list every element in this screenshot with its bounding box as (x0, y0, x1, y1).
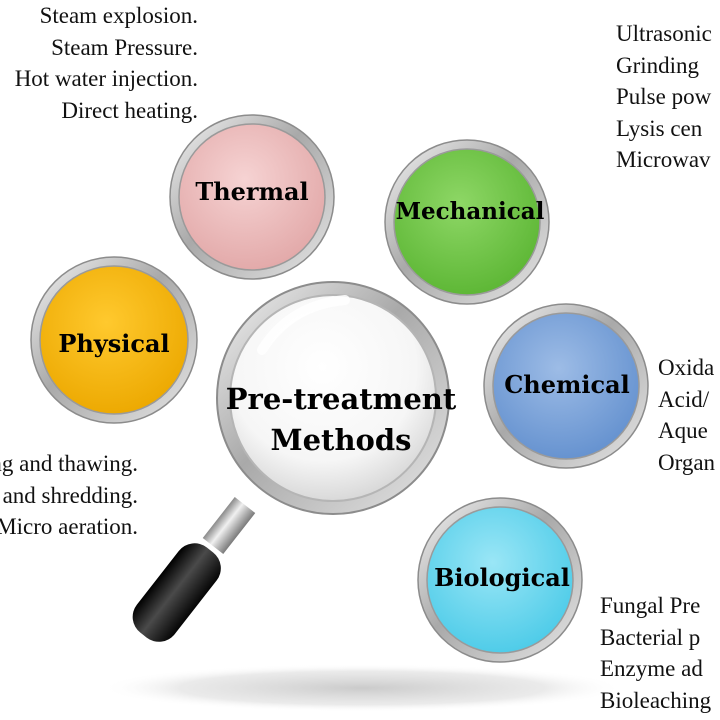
node-mechanical (384, 139, 550, 305)
node-label-biological: Biological (434, 563, 570, 592)
node-physical (30, 256, 198, 424)
list-item: Aque (658, 418, 708, 443)
list-item: Organ (658, 449, 716, 475)
list-item: Micro aeration. (0, 514, 138, 539)
center-title-line1: Pre-treatment (226, 382, 457, 416)
list-item: Fungal Pre (600, 593, 701, 618)
node-label-mechanical: Mechanical (396, 198, 545, 225)
list-item: Hot water injection. (14, 66, 198, 91)
list-item: Bioleaching (600, 687, 712, 713)
list-item: Grinding (616, 52, 700, 78)
list-item: Acid/ (658, 386, 710, 412)
list-item: Ultrasonic (616, 21, 712, 46)
magnifier-handle (132, 496, 256, 642)
list-item: Lysis cen (616, 115, 703, 141)
chemical-methods-list: Oxida Acid/ Aque Organ (658, 352, 715, 478)
node-label-chemical: Chemical (504, 370, 630, 399)
node-thermal (169, 114, 335, 280)
mechanical-methods-list: Ultrasonic Grinding Pulse pow Lysis cen … (616, 18, 712, 176)
node-chemical (483, 303, 649, 469)
list-item: Milling and shredding. (0, 482, 138, 508)
center-title-line2: Methods (271, 423, 412, 457)
list-item: Steam explosion. (39, 3, 198, 28)
list-item: Bacterial p (600, 624, 701, 650)
thermal-methods-list: Steam explosion. Steam Pressure. Hot wat… (15, 0, 198, 126)
node-biological (417, 497, 583, 663)
list-item: Oxida (658, 355, 715, 380)
list-item: Pulse pow (616, 84, 712, 109)
list-item: Steam Pressure. (51, 34, 198, 60)
biological-methods-list: Fungal Pre Bacterial p Enzyme ad Bioleac… (600, 590, 711, 716)
list-item: Freezing and thawing. (0, 451, 138, 476)
list-item: Enzyme ad (600, 656, 703, 681)
node-label-thermal: Thermal (195, 177, 308, 206)
magnifier-lens (216, 281, 450, 515)
physical-methods-list: Freezing and thawing. Milling and shredd… (0, 448, 138, 543)
ground-shadow (100, 664, 624, 712)
node-label-physical: Physical (58, 329, 169, 358)
list-item: Microwav (616, 147, 711, 172)
list-item: Direct heating. (61, 97, 198, 123)
